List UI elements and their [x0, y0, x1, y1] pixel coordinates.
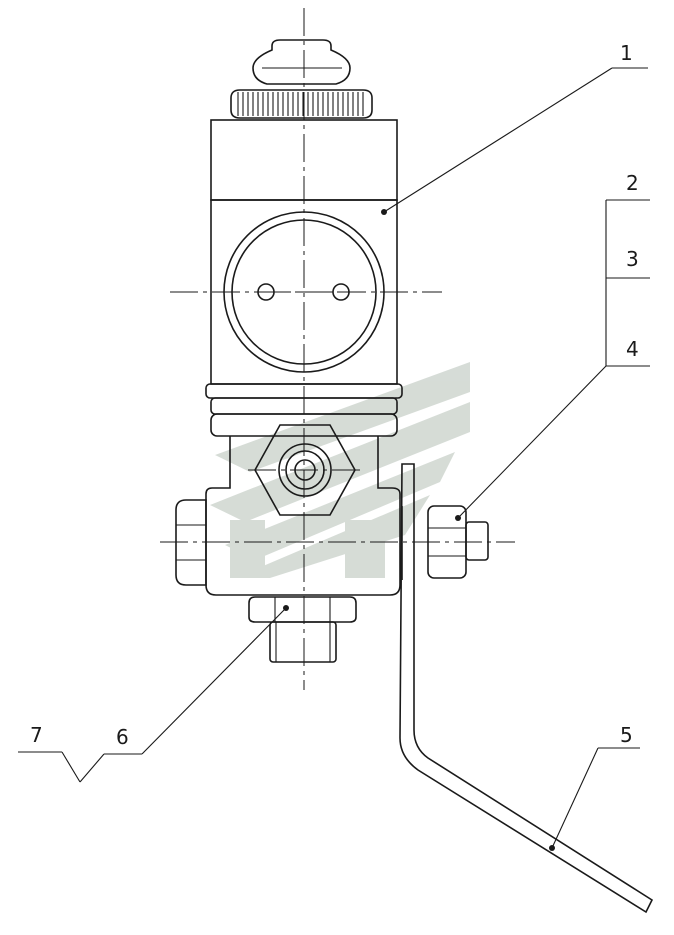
callout-7: 7: [30, 723, 43, 747]
bottom-nut: [248, 596, 357, 663]
callout-1: 1: [620, 41, 633, 65]
callout-6: 6: [116, 725, 129, 749]
callout-2: 2: [626, 171, 639, 195]
knurl-lines: [237, 92, 364, 116]
callout-4: 4: [626, 337, 639, 361]
left-fitting: [175, 499, 207, 586]
mounting-bracket: [399, 463, 654, 914]
callout-3: 3: [626, 247, 639, 271]
center-lines: [160, 8, 515, 690]
callout-5: 5: [620, 723, 633, 747]
watermark-logo: [210, 362, 470, 578]
leader-lines: [18, 67, 650, 851]
top-cap: [230, 39, 373, 119]
callout-labels: 1 2 3 4 5 6 7: [30, 41, 639, 749]
